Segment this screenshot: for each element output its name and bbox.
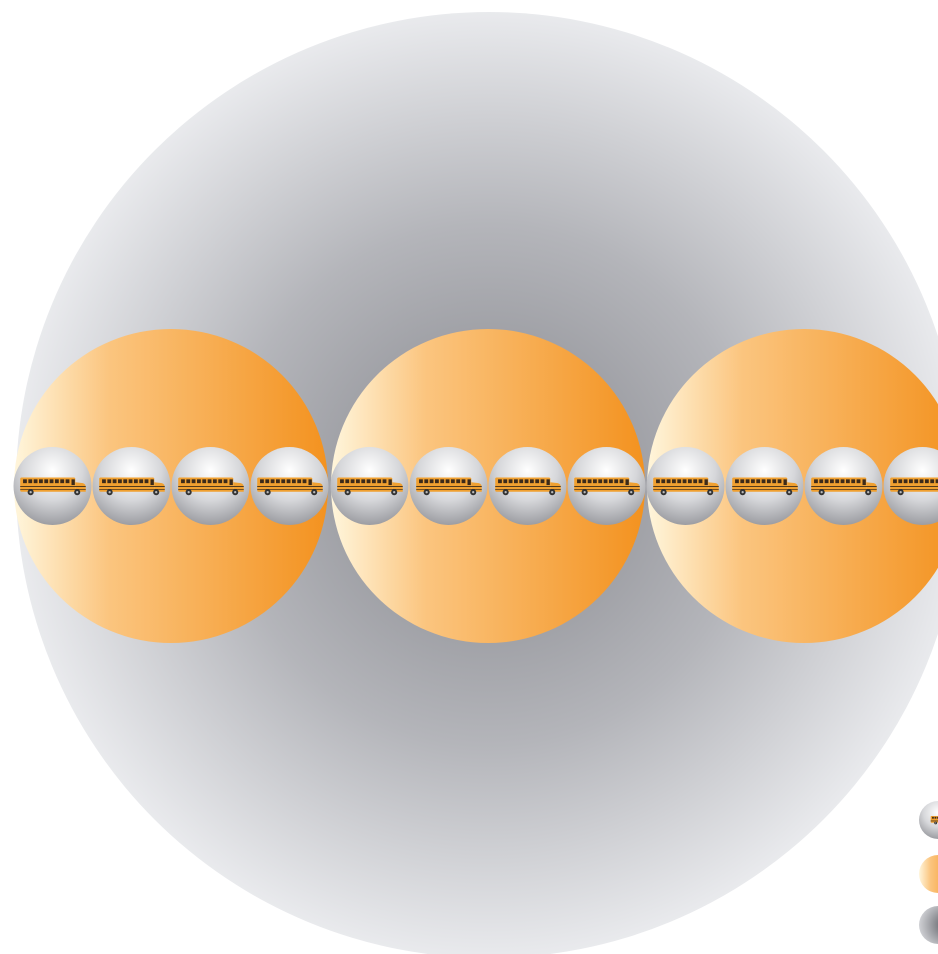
bus-circle (568, 447, 646, 525)
legend-orange-circle (919, 855, 938, 893)
legend-gray-bus-circle (919, 801, 938, 839)
bus-circle (647, 447, 725, 525)
bus-circle (805, 447, 883, 525)
bus-circle (489, 447, 567, 525)
legend (919, 801, 938, 944)
bus-circle (410, 447, 488, 525)
bus-circle (93, 447, 171, 525)
bus-circle (251, 447, 329, 525)
legend-dark-gray-circle (919, 906, 938, 944)
orange-groups (14, 329, 938, 643)
bus-circle (172, 447, 250, 525)
bus-circle (726, 447, 804, 525)
bus-circle (14, 447, 92, 525)
bus-circle (331, 447, 409, 525)
